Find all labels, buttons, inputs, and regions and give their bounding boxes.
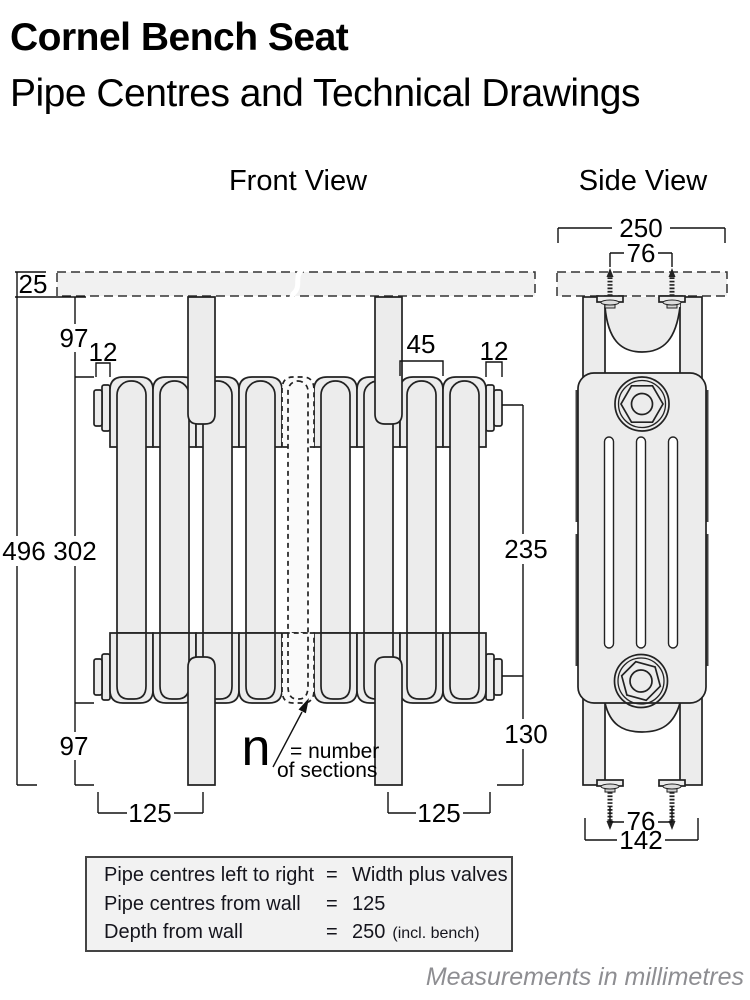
dim-pipe-centres-right: 125 <box>417 798 460 828</box>
page-subtitle: Pipe Centres and Technical Drawings <box>10 72 640 115</box>
spec-label: Pipe centres from wall <box>104 892 301 915</box>
annotation-line1: = number <box>290 740 379 763</box>
spec-equals: = <box>326 892 338 915</box>
radiator-end-cap <box>485 384 495 432</box>
bushing-centre-hole <box>630 392 654 416</box>
screw-washer <box>662 299 682 306</box>
n-section-column-tip <box>287 632 309 700</box>
annotation-symbol: n <box>242 719 271 777</box>
dim-screw-centres-top: 76 <box>627 238 656 268</box>
side-bottom-yoke <box>605 703 680 732</box>
section-column-tip <box>245 632 276 700</box>
bushing-centre-hole <box>629 669 653 693</box>
screw-washer <box>600 299 620 306</box>
screw-tip <box>606 821 614 830</box>
dim-foot-width: 142 <box>619 825 662 855</box>
pipe-leg-upper <box>374 296 403 425</box>
bench-break-mark <box>288 266 306 301</box>
side-view-label: Side View <box>579 165 708 197</box>
front-view-label: Front View <box>229 165 368 197</box>
spec-equals: = <box>326 921 338 944</box>
dim-overall-height: 496 <box>2 536 45 566</box>
screw-washer <box>600 783 620 790</box>
screw-tip <box>668 268 676 277</box>
radiator-end-cap <box>485 653 495 701</box>
spec-row-depth-wall: Depth from wall = 250 (incl. bench) <box>87 921 511 944</box>
dim-bench-thickness: 25 <box>19 269 48 299</box>
annotation-arrow-line <box>272 711 303 768</box>
spec-value: Width plus valves <box>352 863 508 886</box>
section-column-tip <box>116 632 147 700</box>
dim-depth: 250 <box>619 213 662 243</box>
pipe-leg-lower <box>374 656 403 786</box>
screw-tip <box>606 268 614 277</box>
annotation-line2: of sections <box>277 759 377 782</box>
radiator-end-cap <box>101 384 111 432</box>
bushing-hex-nut <box>620 660 662 702</box>
dim-section-width: 45 <box>407 329 436 359</box>
spec-value: 125 <box>352 892 386 915</box>
section-column-tip <box>406 632 437 700</box>
radiator-end-cap <box>101 653 111 701</box>
spec-value: 250 <box>352 921 386 944</box>
dim-radiator-height: 302 <box>53 536 96 566</box>
bushing-inner-ring <box>617 379 667 429</box>
front-dimension-lines <box>15 271 524 814</box>
spec-value-note: (incl. bench) <box>392 925 480 943</box>
dim-screw-centres-bottom: 76 <box>627 806 656 836</box>
n-section-column <box>287 380 309 700</box>
section-column-tip <box>159 632 190 700</box>
side-column-slot <box>635 436 647 649</box>
bushing-outer-ring <box>614 376 670 432</box>
radiator-end-cap <box>93 389 103 427</box>
dim-pipe-centre-height: 235 <box>504 534 547 564</box>
radiator-end-cap <box>93 658 103 696</box>
spec-label: Depth from wall <box>104 921 243 944</box>
dim-bottom-height: 130 <box>504 719 547 749</box>
bushing-hex-nut <box>620 384 664 424</box>
radiator-end-cap <box>493 658 503 696</box>
side-column-slot <box>667 436 679 649</box>
bench-side <box>556 271 728 297</box>
radiator-end-cap <box>493 389 503 427</box>
side-top-yoke <box>605 297 680 352</box>
section-column-tip <box>320 632 351 700</box>
spec-row-pipe-centres-ltr: Pipe centres left to right = Width plus … <box>87 864 511 887</box>
screw-tip <box>668 821 676 830</box>
dim-left-lip: 12 <box>89 337 118 367</box>
dim-pipe-centres-left: 125 <box>128 798 171 828</box>
measurements-note: Measurements in millimetres <box>425 963 744 991</box>
pipe-leg-upper <box>187 296 216 425</box>
section-column-tip <box>449 632 480 700</box>
bushing-inner-ring <box>617 657 665 705</box>
dim-floor-clearance: 97 <box>60 731 89 761</box>
dim-bench-to-top: 97 <box>60 323 89 353</box>
bushing-outer-ring <box>613 653 669 709</box>
dim-right-lip: 12 <box>480 336 509 366</box>
spec-row-pipe-centres-wall: Pipe centres from wall = 125 <box>87 893 511 916</box>
spec-equals: = <box>326 863 338 886</box>
side-dimension-lines <box>557 227 726 841</box>
screw-washer <box>662 783 682 790</box>
side-top-yoke-edge <box>604 306 681 353</box>
annotation-arrow-head <box>298 698 309 714</box>
pipe-leg-lower <box>187 656 216 786</box>
side-column-slot <box>603 436 615 649</box>
side-bottom-yoke-edge <box>604 702 681 733</box>
drawing-shapes <box>56 266 728 830</box>
page-title: Cornel Bench Seat <box>10 16 349 59</box>
spec-label: Pipe centres left to right <box>104 863 315 886</box>
spec-table: Pipe centres left to right = Width plus … <box>85 856 513 952</box>
